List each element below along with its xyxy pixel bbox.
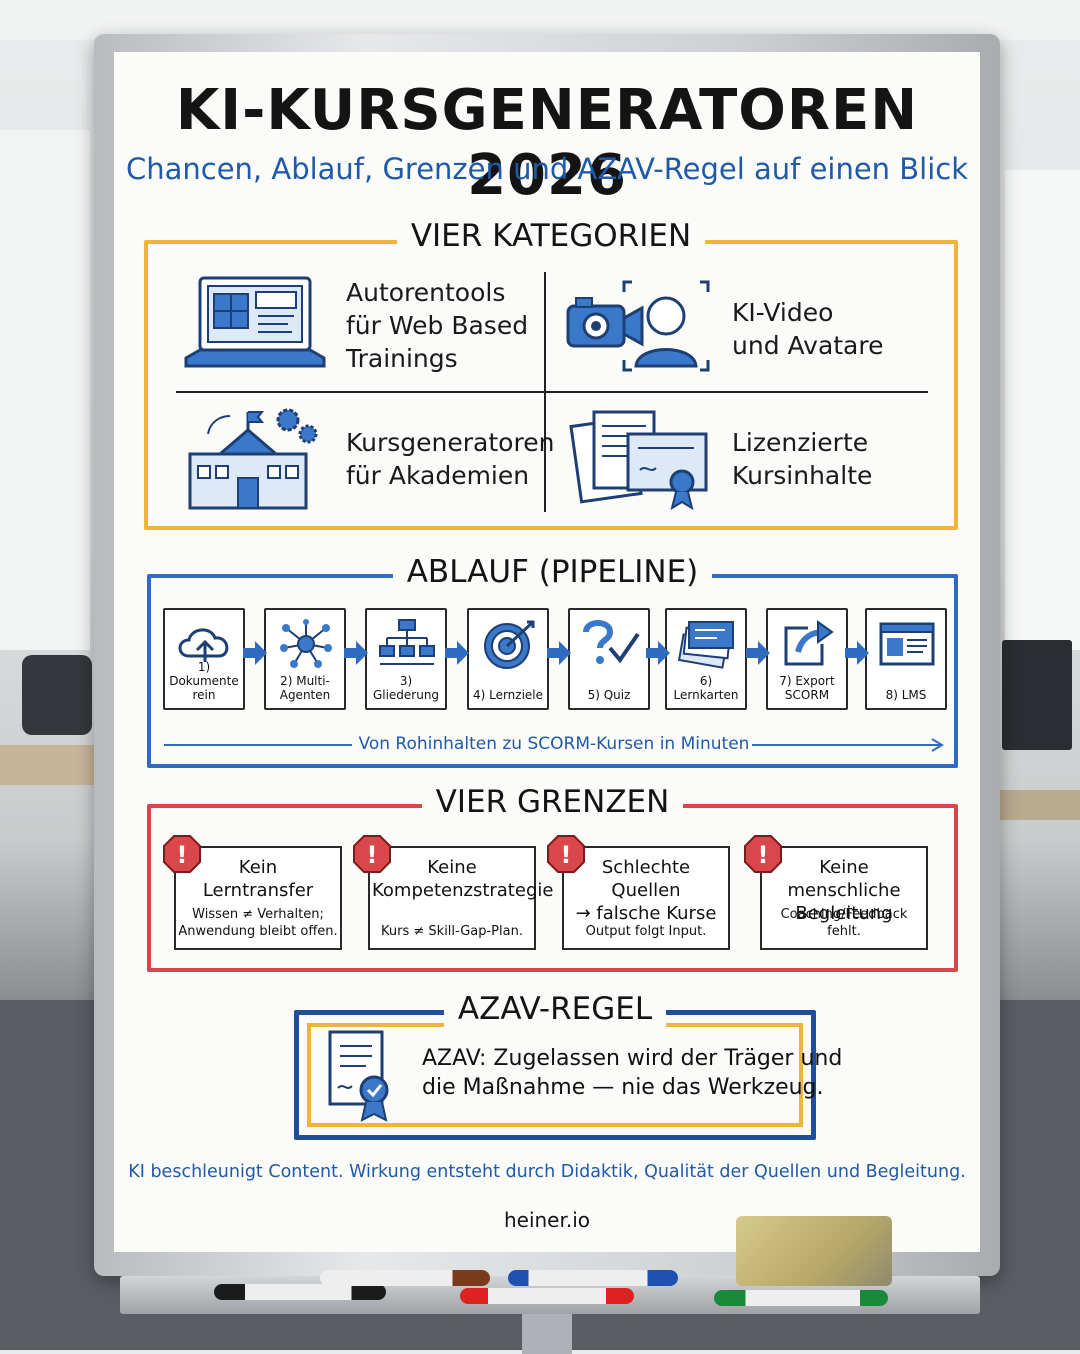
hierarchy-icon: [379, 619, 435, 665]
limit-title: Kein Lerntransfer: [202, 857, 314, 901]
office-monitor: [1002, 640, 1072, 750]
svg-text:!: !: [758, 841, 769, 869]
whiteboard-stand: [522, 1314, 572, 1354]
marker-black: [214, 1284, 386, 1300]
arrow-right-icon: [547, 641, 571, 665]
pipeline-step-label: 5) Quiz: [587, 688, 631, 702]
office-window-right: [1005, 170, 1080, 650]
pipeline-step: 3) Gliederung: [365, 608, 447, 710]
limit-title: Schlechte Quellen → falsche Kurse: [575, 857, 717, 924]
brand-name: heiner.io: [503, 1208, 591, 1232]
category-licensed-content: Lizenzierte Kursinhalte: [566, 404, 872, 514]
pipeline-step-label: 1) Dokumente rein: [169, 660, 239, 702]
svg-text:!: !: [367, 841, 378, 869]
warning-icon: !: [547, 835, 585, 873]
arrow-right-icon: [445, 641, 469, 665]
category-label: Kursgeneratoren für Akademien: [346, 428, 555, 490]
limit-card: Keine menschliche Begleitung Coaching/Fe…: [760, 846, 928, 950]
office-ceiling: [0, 0, 1080, 40]
limit-title: Keine menschliche Begleitung: [787, 857, 901, 924]
pipeline-step: 4) Lernziele: [467, 608, 549, 710]
warning-icon: !: [744, 835, 782, 873]
limit-card: Schlechte Quellen → falsche Kurse Output…: [562, 846, 730, 950]
office-desk-right: [1000, 790, 1080, 820]
svg-text:!: !: [561, 841, 572, 869]
category-video-avatars: KI-Video und Avatare: [566, 274, 884, 384]
export-icon: [784, 620, 834, 666]
eraser: [736, 1216, 892, 1286]
marker-blue: [508, 1270, 678, 1286]
warning-icon: !: [163, 835, 201, 873]
office-desk-left: [0, 745, 100, 785]
page-title: KI-KURSGENERATOREN 2026: [175, 78, 919, 208]
arrow-right-icon: [746, 641, 770, 665]
pipeline-step: 6) Lernkarten: [665, 608, 747, 710]
pipeline-timeline-arrow: [164, 738, 944, 752]
office-window-left: [0, 130, 90, 650]
category-authoring-tools: Autorentools für Web Based Trainings: [180, 270, 528, 380]
azav-heading: AZAV-REGEL: [443, 991, 667, 1027]
pipeline-step-label: 2) Multi- Agenten: [279, 674, 331, 702]
category-label: KI-Video und Avatare: [732, 298, 884, 360]
arrow-right-icon: [243, 641, 267, 665]
category-label: Autorentools für Web Based Trainings: [346, 277, 529, 373]
pipeline-step: 7) Export SCORM: [766, 608, 848, 710]
flashcards-icon: [677, 621, 734, 669]
arrow-right-icon: [845, 641, 869, 665]
arrow-right-icon: [646, 641, 670, 665]
cloud-upload-icon: [178, 628, 229, 662]
arrow-right-icon: [344, 641, 368, 665]
pipeline-section: ABLAUF (PIPELINE): [147, 554, 958, 768]
certificate-documents-icon: [569, 410, 708, 511]
pipeline-heading: ABLAUF (PIPELINE): [392, 554, 713, 590]
office-chair: [22, 655, 92, 735]
pipeline-step-label: 7) Export SCORM: [779, 674, 835, 702]
pipeline-step: 5) Quiz: [568, 608, 650, 710]
pipeline-step-label: 3) Gliederung: [372, 674, 440, 702]
pipeline-caption: Von Rohinhalten zu SCORM-Kursen in Minut…: [358, 734, 750, 754]
target-icon: [484, 620, 535, 669]
category-academy-generators: Kursgeneratoren für Akademien: [180, 404, 554, 514]
limits-heading: VIER GRENZEN: [421, 784, 684, 820]
certificate-seal-icon: [328, 1030, 389, 1122]
pipeline-step: 8) LMS: [865, 608, 947, 710]
limit-description: Output folgt Input.: [585, 924, 707, 939]
academy-building-icon: [188, 408, 318, 510]
limit-card: Kein Lerntransfer Wissen ≠ Verhalten; An…: [174, 846, 342, 950]
camera-avatar-icon: [566, 280, 710, 372]
network-icon: [280, 619, 332, 668]
categories-section: VIER KATEGORIEN: [144, 218, 958, 530]
pipeline-step: 2) Multi- Agenten: [264, 608, 346, 710]
laptop-puzzle-icon: [184, 276, 326, 368]
pipeline-step-label: 8) LMS: [885, 688, 927, 702]
marker-brown: [320, 1270, 490, 1286]
page-subtitle: Chancen, Ablauf, Grenzen und AZAV-Regel …: [125, 152, 969, 186]
limits-section: VIER GRENZEN: [147, 784, 958, 972]
svg-text:!: !: [177, 841, 188, 869]
pipeline-step: 1) Dokumente rein: [163, 608, 245, 710]
tagline: KI beschleunigt Content. Wirkung entsteh…: [128, 1162, 966, 1182]
marker-green: [714, 1290, 888, 1306]
pipeline-step-label: 4) Lernziele: [472, 688, 544, 702]
question-check-icon: [583, 620, 640, 664]
azav-rule-text: AZAV: Zugelassen wird der Träger und die…: [422, 1046, 843, 1100]
categories-divider-h: [176, 391, 928, 393]
browser-window-icon: [879, 622, 935, 666]
limit-description: Coaching/Feedback fehlt.: [780, 907, 908, 939]
warning-icon: !: [353, 835, 391, 873]
azav-section: AZAV-REGEL: [294, 991, 816, 1140]
category-label: Lizenzierte Kursinhalte: [732, 428, 873, 490]
limit-description: Kurs ≠ Skill-Gap-Plan.: [381, 924, 523, 939]
limit-description: Wissen ≠ Verhalten; Anwendung bleibt off…: [178, 907, 338, 939]
limit-card: Keine Kompetenzstrategie Kurs ≠ Skill-Ga…: [368, 846, 554, 950]
limit-title: Keine Kompetenzstrategie: [372, 857, 554, 901]
pipeline-step-label: 6) Lernkarten: [673, 674, 739, 702]
categories-heading: VIER KATEGORIEN: [396, 218, 706, 254]
marker-red: [460, 1288, 634, 1304]
